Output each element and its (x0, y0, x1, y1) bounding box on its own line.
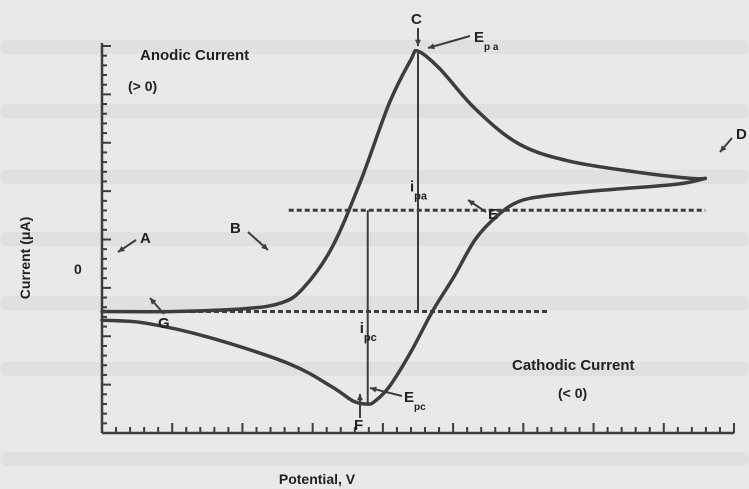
curves (100, 48, 708, 406)
arrow-head-7 (428, 43, 435, 50)
arrow-head-3 (720, 145, 727, 152)
point-label-g: G (158, 315, 170, 332)
cathodic-current-label: Cathodic Current (512, 357, 635, 374)
zero-tick-label: 0 (74, 261, 82, 277)
point-label-a: A (140, 230, 151, 247)
anodic-current-label: Anodic Current (140, 47, 249, 64)
arrow-head-0 (118, 245, 125, 252)
cathodic-sign-label: (< 0) (558, 385, 587, 401)
arrow-head-8 (370, 386, 377, 393)
arrow-head-1 (261, 243, 268, 250)
peak-markers: ipc ipa (360, 51, 428, 405)
anodic-sign-label: (> 0) (128, 78, 157, 94)
axes (100, 43, 735, 435)
x-axis-label: Potential, V (279, 471, 356, 487)
point-label-b: B (230, 220, 241, 237)
arrow-head-5 (356, 394, 364, 401)
peak-marker-label-pc: ipc (360, 320, 377, 344)
arrow-head-6 (150, 298, 157, 305)
y-axis-label: Current (μA) (17, 217, 33, 299)
epc-label: Epc (404, 389, 426, 413)
peak-marker-label-pa: ipa (410, 178, 428, 202)
arrow-shaft-7 (427, 35, 471, 49)
point-label-e: E (488, 206, 498, 223)
cv-curve-0 (100, 48, 708, 314)
annotation-arrows (117, 28, 733, 418)
point-label-d: D (736, 126, 747, 143)
arrow-head-4 (468, 200, 475, 207)
point-label-f: F (354, 417, 363, 434)
cv-curve-1 (100, 176, 708, 406)
baselines (102, 208, 706, 313)
point-label-c: C (411, 11, 422, 28)
epa-label: Ep a (474, 29, 499, 53)
arrow-head-2 (414, 39, 422, 46)
